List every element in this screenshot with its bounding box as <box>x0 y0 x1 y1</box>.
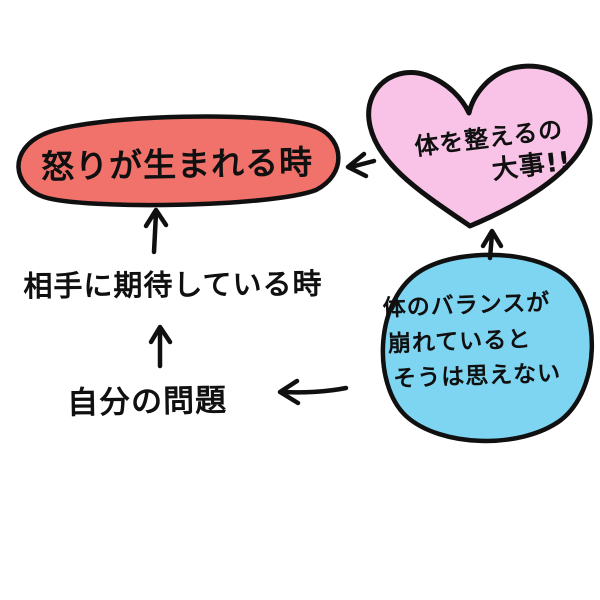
balance-blob-shape <box>380 252 594 444</box>
balance-node-line3: そうは思えない <box>392 360 562 393</box>
arrow-self-to-expect-icon <box>148 324 173 369</box>
anger-node-label: 怒りが生まれる時 <box>40 142 314 187</box>
arrow-balance-to-self-icon <box>277 378 349 406</box>
arrow-heart-to-anger-icon <box>345 151 377 179</box>
heart-shape <box>366 63 593 229</box>
expect-node-label: 相手に期待している時 <box>23 266 323 304</box>
balance-node-label: 体のバランスが 崩れていると そうは思えない <box>382 284 598 398</box>
arrow-balance-to-heart-icon <box>480 228 504 261</box>
anger-blob-shape <box>16 114 341 208</box>
arrow-expect-to-anger-icon <box>143 207 169 255</box>
self-problem-node-label: 自分の問題 <box>66 382 228 422</box>
